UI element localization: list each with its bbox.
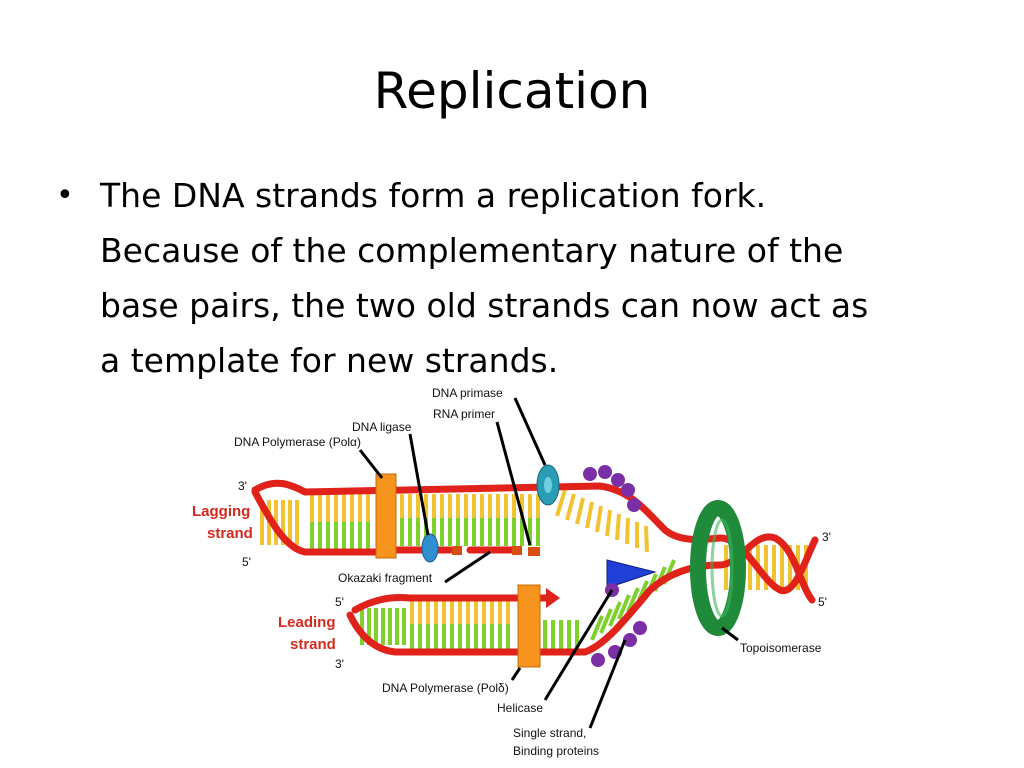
base-pair-rung [626, 587, 640, 613]
bullet-line: Because of the complementary nature of t… [100, 231, 844, 270]
label-helicase: Helicase [497, 701, 543, 715]
leading-helix-backbone [346, 561, 724, 656]
base-pair-rung [599, 608, 613, 634]
label-polymerase-delta: DNA Polymerase (Polδ) [382, 681, 509, 695]
ssb-protein-icon [623, 633, 637, 647]
label-rna-primer: RNA primer [433, 407, 495, 421]
label-right-5prime: 5' [818, 595, 827, 609]
bullet-line: The DNA strands form a replication fork. [100, 176, 767, 215]
label-dna-ligase: DNA ligase [352, 420, 412, 434]
bullet-text: The DNA strands form a replication fork.… [100, 168, 980, 388]
leading-arrowhead-icon [546, 588, 560, 608]
label-topoisomerase: Topoisomerase [740, 641, 822, 655]
label-ssb-2: Binding proteins [513, 744, 599, 758]
bullet-line: base pairs, the two old strands can now … [100, 286, 869, 325]
base-pair-rung [625, 517, 630, 545]
dna-ligase-icon [421, 533, 439, 563]
label-lagging-3prime: 3' [238, 479, 247, 493]
label-dna-primase: DNA primase [432, 386, 503, 400]
base-pair-rung [605, 509, 612, 537]
ssb-protein-icon [611, 473, 625, 487]
label-leading-strand-2: strand [290, 636, 336, 653]
label-right-3prime: 3' [822, 530, 831, 544]
ssb-protein-icon [621, 483, 635, 497]
helicase-icon [606, 559, 657, 589]
base-pair-rung [617, 594, 631, 620]
label-ssb: Single strand, [513, 726, 586, 740]
base-pair-rung [644, 525, 649, 553]
lagging-helix-backbone [251, 488, 309, 556]
pointer-lines [358, 397, 739, 729]
topoisomerase-ring-icon [690, 500, 746, 636]
base-pair-rung [555, 489, 567, 517]
polymerase-alpha-icon [375, 473, 397, 559]
ssb-protein-icon [583, 467, 597, 481]
slide-title: Replication [373, 62, 651, 120]
ssb-protein-icon [598, 465, 612, 479]
base-pair-rung [590, 615, 604, 641]
ssb-protein-icon [633, 621, 647, 635]
lagging-template-backbone [251, 479, 724, 544]
base-pair-rung [595, 505, 603, 533]
label-leading-strand: Leading [278, 614, 336, 631]
label-leading-5prime: 5' [335, 595, 344, 609]
label-lagging-5prime: 5' [242, 555, 251, 569]
label-leading-3prime: 3' [335, 657, 344, 671]
bullet-dot-icon: • [56, 178, 74, 213]
bullet-line: a template for new strands. [100, 341, 559, 380]
base-pair-rung [585, 501, 594, 529]
polymerase-delta-icon [517, 584, 541, 668]
label-okazaki-fragment: Okazaki fragment [338, 571, 433, 585]
leading-template-backbone [351, 594, 524, 614]
label-lagging-strand-2: strand [207, 525, 253, 542]
ssb-protein-icon [591, 653, 605, 667]
base-pair-rung [608, 601, 622, 627]
label-lagging-strand: Lagging [192, 503, 250, 520]
okazaki-fragments [391, 546, 540, 556]
label-polymerase-alpha: DNA Polymerase (Polα) [234, 435, 361, 449]
base-pair-rung [565, 493, 576, 521]
ssb-protein-icon [627, 498, 641, 512]
base-pair-rung [615, 513, 621, 541]
base-pair-rung [575, 497, 585, 525]
